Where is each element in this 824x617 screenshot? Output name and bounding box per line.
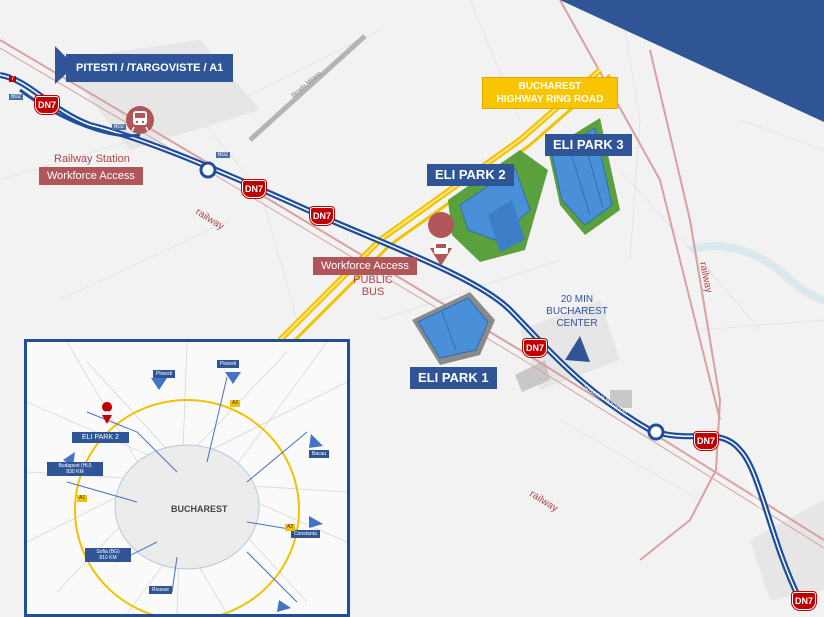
eli-park-1-lot	[412, 292, 495, 365]
pitesti-label: PITESTI / /TARGOVISTE / A1	[66, 54, 234, 82]
road-number-602-c: 602	[216, 152, 231, 158]
inset-bacau-label: Bacau	[309, 450, 330, 458]
roundabout-icon	[199, 161, 665, 441]
inset-ploiesti-label-2: Ploiesti	[217, 360, 240, 368]
inset-sofia-line-1: Sofia (BG)	[96, 549, 120, 555]
dn7-shield: DN7	[792, 592, 816, 610]
dn7-shield: DN7	[35, 96, 59, 114]
inset-budapest-line-1: Budapest (HU)	[58, 463, 92, 469]
eli-park-2-label: ELI PARK 2	[427, 164, 514, 186]
bucharest-center-label: 20 MIN BUCHAREST CENTER	[542, 294, 612, 330]
direction-arrow-icon	[55, 46, 75, 84]
inset-constanta-label: Constanta	[291, 530, 320, 538]
direction-arrow-icon	[565, 336, 590, 362]
road-number-7: 7	[9, 76, 17, 82]
inset-eli-park-label: ELI PARK 2	[72, 432, 129, 443]
inset-city-label: BUCHAREST	[171, 504, 228, 514]
bus-icon	[428, 212, 455, 266]
ring-road-label-line-2: HIGHWAY RING ROAD	[496, 94, 604, 105]
inset-budapest-label: Budapest (HU) 830 KM	[47, 462, 103, 476]
ring-road-label-line-1: BUCHAREST	[518, 81, 582, 92]
dn7-shield: DN7	[694, 432, 718, 450]
dn7-shield: DN7	[310, 207, 334, 225]
corner-banner	[560, 0, 824, 122]
train-icon	[126, 106, 154, 134]
inset-sofia-line-2: 810 KM	[99, 555, 117, 561]
river	[688, 242, 824, 304]
public-bus-label: PUBLIC BUS	[350, 274, 396, 298]
center-line-1: 20 MIN	[560, 294, 594, 305]
eli-park-2-lot	[448, 150, 548, 262]
railway-station-label: Railway Station	[54, 153, 130, 165]
road-number-602-b: 602	[112, 124, 127, 130]
road-dn7	[0, 72, 803, 602]
inset-a3-badge: A3	[230, 400, 241, 407]
inset-base-map	[27, 342, 347, 614]
ring-road-label: BUCHAREST HIGHWAY RING ROAD	[482, 77, 618, 109]
workforce-access-label-2: Workforce Access	[313, 257, 417, 275]
road-strada-milano	[248, 34, 367, 142]
center-line-3: CENTER	[556, 318, 598, 329]
eli-park-1-label: ELI PARK 1	[410, 367, 497, 389]
road-number-602-a: 602	[9, 94, 24, 100]
inset-sofia-label: Sofia (BG) 810 KM	[85, 548, 131, 562]
inset-ruse-label: Rousse	[149, 586, 172, 594]
eli-park-3-label: ELI PARK 3	[545, 134, 632, 156]
inset-budapest-line-2: 830 KM	[66, 469, 84, 475]
inset-ploiesti-label-1: Ploiesti	[153, 370, 176, 378]
inset-a2-badge: A2	[285, 524, 296, 531]
workforce-access-label-1: Workforce Access	[39, 167, 143, 185]
public-bus-line-2: BUS	[361, 286, 385, 298]
center-line-2: BUCHAREST	[546, 306, 608, 317]
public-bus-line-1: PUBLIC	[353, 274, 393, 286]
dn7-shield: DN7	[523, 339, 547, 357]
inset-a1-badge: A1	[77, 495, 88, 502]
dn7-shield: DN7	[242, 180, 266, 198]
inset-map: BUCHAREST ELI PARK 2 Ploiesti Ploiesti B…	[24, 339, 350, 617]
